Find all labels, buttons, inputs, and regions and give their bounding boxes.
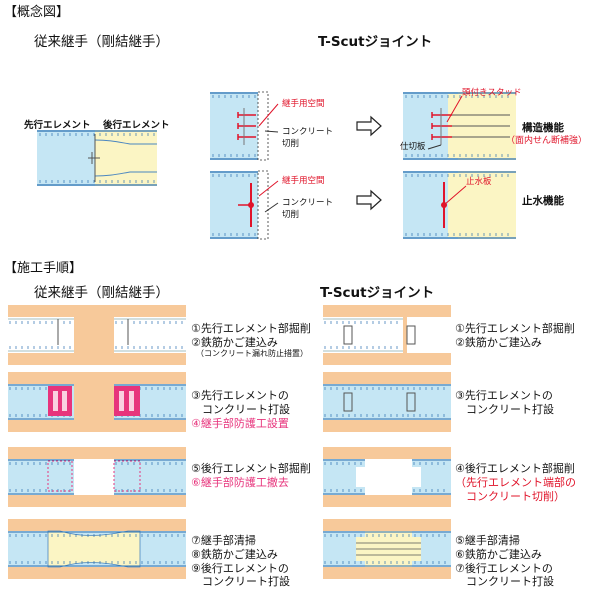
tscut-after-bottom-trailing-full [458,171,516,239]
conv-r2-protection-hole [53,391,58,411]
conv-step2-line2: コンクリート打設 [202,403,290,416]
concrete-cut-label-1: コンクリート [282,127,334,137]
tscut-r1-excavation-right [407,317,451,353]
tscut-before-bottom-element [210,171,265,239]
tscut-step1-line2: ②鉄筋かご建込み [455,336,542,349]
structural-function-label: 構造機能 [522,122,564,134]
leading-element-label: 先行エレメント [24,120,91,131]
tscut-step2-line2: コンクリート打設 [466,403,554,416]
conv-r2-protection-left [48,386,72,416]
joint-curve-top [94,139,157,145]
conv-step4-line1: ⑦継手部清掃 [191,534,256,547]
concrete-cut-label-2b: 切削 [282,210,300,220]
concrete-cut-label-2: コンクリート [282,198,334,208]
conv-step4-line2: ⑧鉄筋かご建込み [191,548,278,561]
conv-r2-protection-right [114,386,140,416]
conv-step2-line1: ③先行エレメントの [191,389,289,402]
cut-zone-bottom [257,170,269,240]
trailing-element-label: 後行エレメント [103,120,170,131]
conv-step3-line2: ⑥継手部防護工撤去 [191,476,289,489]
leader-joint-space-2 [258,180,279,197]
tscut-step4-line1: ⑤継手部清掃 [455,534,520,547]
arrow-right-top [356,115,382,137]
tscut-step3-line3: コンクリート切削） [466,490,565,503]
conv-r3-right [114,459,186,495]
tscut-step3-line2: （先行エレメント端部の [455,476,576,489]
procedure-tscut-title: T-Scutジョイント [320,285,435,301]
conv-r3-removed-right [113,460,141,492]
conv-r1-left [8,317,74,353]
concept-tscut-title: T-Scutジョイント [318,34,433,50]
waterstop-plate-label: 止水板 [466,177,492,187]
trailing-element-block [95,130,157,186]
conv-r2-protection-hole [62,391,67,411]
tscut-r2-partition-right [406,392,416,412]
tscut-step4-line3: ⑦後行エレメントの [455,562,553,575]
tscut-step2-line1: ③先行エレメントの [455,389,553,402]
partition-plate-label: 仕切板 [400,142,426,152]
procedure-header: 【施工手順】 [4,261,83,276]
tscut-r2-partition [343,392,353,412]
tscut-step1-line1: ①先行エレメント部掘削 [455,322,575,335]
conv-r4-trailing [47,530,141,568]
conv-step2-line3: ④継手部防護工設置 [191,417,289,430]
tscut-r1-partition-right [406,325,416,345]
conv-r1-right [114,317,186,353]
leader-partition [427,144,442,150]
procedure-conventional-title: 従来継手（剛結継手） [34,285,169,301]
tscut-r3-cut-right [412,467,421,487]
tscut-step4-line2: ⑥鉄筋かご建込み [455,548,542,561]
tscut-r1-excavation [323,317,403,353]
leader-concrete-cut-1 [264,130,279,133]
tscut-r3-excavation [365,459,412,495]
headed-stud-label: 頭付きスタッド [462,88,522,98]
tscut-after-bottom-key [448,173,458,237]
tscut-step4-line4: コンクリート打設 [466,575,554,588]
conv-r2-protection-hole [119,391,124,411]
leader-waterstop [443,185,467,206]
cut-zone-top [257,91,269,161]
tscut-step3-line1: ④後行エレメント部掘削 [455,462,575,475]
conv-r2-protection-hole [129,391,134,411]
tscut-r1-partition [343,325,353,345]
leading-element-block [37,130,95,186]
structural-function-note: （面内せん断補強） [506,136,588,146]
conv-step1-line2: ②鉄筋かご建込み [191,336,278,349]
joint-space-label-2: 継手用空間 [282,176,325,186]
concept-header: 【概念図】 [4,5,70,20]
tscut-r2-right [406,384,451,420]
leader-joint-space-1 [258,103,279,127]
tscut-r3-cut-left [356,467,365,487]
tscut-r2-left [323,384,406,420]
joint-space-label-1: 継手用空間 [282,99,325,109]
conv-step3-line1: ⑤後行エレメント部掘削 [191,462,311,475]
leader-headed-stud [446,95,463,123]
conv-r3-left [8,459,74,495]
conv-step1-line1: ①先行エレメント部掘削 [191,322,311,335]
conv-step1-line3: （コンクリート漏れ防止措置） [196,349,308,358]
leader-concrete-cut-2 [264,202,279,213]
concept-conventional-title: 従来継手（剛結継手） [34,34,169,50]
waterstop-function-label: 止水機能 [522,195,564,207]
conv-step4-line3: ⑨後行エレメントの [191,562,289,575]
arrow-right-bottom [356,189,382,211]
joint-curve-bottom [94,171,157,177]
conv-r3-removed-left [47,460,73,492]
conv-r3-excavation [74,459,114,495]
conv-step4-line4: コンクリート打設 [202,575,290,588]
concrete-cut-label-1b: 切削 [282,139,300,149]
